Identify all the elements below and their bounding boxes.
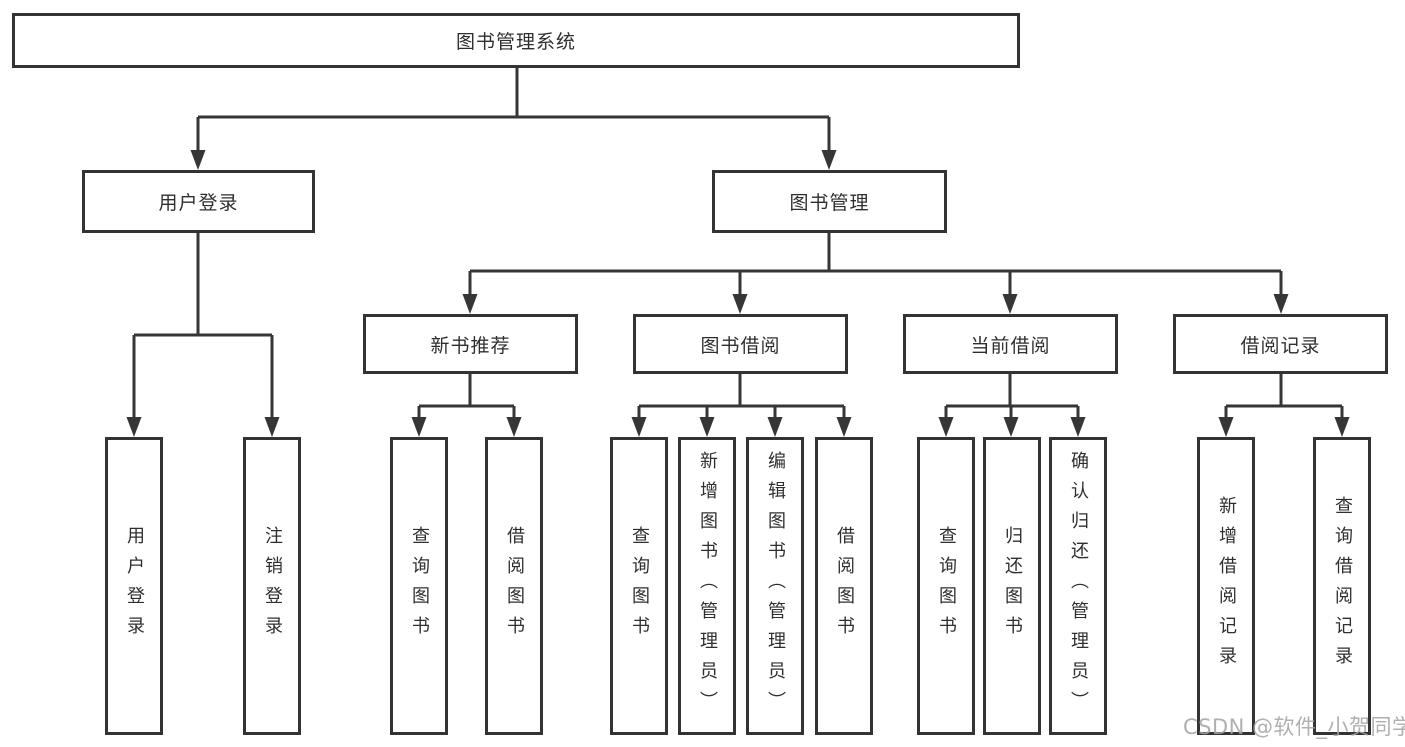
connector-newbook-to-children: [417, 374, 516, 419]
arrowhead-leaf-add-books-admin: [699, 417, 715, 437]
leaf-add-books-admin-label: 新增图书（管理员）: [697, 451, 718, 721]
branch-book-management-label: 图书管理: [789, 192, 870, 214]
leaf-return-books: 归还图书: [983, 437, 1041, 735]
leaf-query-books-recommend-label: 查询图书: [409, 526, 430, 646]
connector-bookmgmt-to-level3: [468, 233, 1283, 296]
branch-book-management: 图书管理: [712, 170, 947, 233]
leaf-borrow-books-borrowing-label: 借阅图书: [834, 526, 855, 646]
arrowhead-leaf-confirm-return-admin: [1070, 417, 1086, 437]
arrowhead-leaf-borrow-books-borrowing: [836, 417, 852, 437]
arrowhead-book-borrowing: [732, 294, 748, 314]
node-root: 图书管理系统: [12, 13, 1020, 68]
node-book-borrowing: 图书借阅: [633, 314, 848, 374]
leaf-query-books-borrowing-label: 查询图书: [629, 526, 650, 646]
node-borrowing-records: 借阅记录: [1173, 314, 1388, 374]
leaf-query-books-borrowing: 查询图书: [610, 437, 668, 735]
leaf-query-books-recommend: 查询图书: [390, 437, 448, 735]
leaf-user-login: 用户登录: [105, 437, 163, 735]
connector-records-to-children: [1224, 374, 1344, 419]
arrowhead-leaf-logout: [264, 417, 280, 437]
leaf-borrow-books-borrowing: 借阅图书: [815, 437, 873, 735]
arrowhead-leaf-return-books: [1003, 417, 1019, 437]
leaf-add-books-admin: 新增图书（管理员）: [678, 437, 736, 735]
arrowhead-borrowing-records: [1273, 294, 1289, 314]
leaf-confirm-return-admin: 确认归还（管理员）: [1049, 437, 1107, 735]
leaf-query-borrow-record: 查询借阅记录: [1313, 437, 1371, 735]
leaf-user-login-label: 用户登录: [124, 526, 145, 646]
arrowhead-leaf-query-borrow-record: [1334, 417, 1350, 437]
connector-current-to-children: [944, 374, 1080, 419]
csdn-watermark: CSDN @软件_小贺同学: [1183, 715, 1405, 739]
leaf-borrow-books-recommend-label: 借阅图书: [504, 526, 525, 646]
node-borrowing-records-label: 借阅记录: [1240, 334, 1321, 357]
arrowhead-current-borrowing: [1002, 294, 1018, 314]
arrowhead-leaf-borrow-books-recommend: [506, 417, 522, 437]
node-current-borrowing-label: 当前借阅: [970, 334, 1051, 357]
connector-userlogin-to-children: [132, 233, 274, 419]
leaf-logout: 注销登录: [243, 437, 301, 735]
node-current-borrowing: 当前借阅: [903, 314, 1118, 374]
leaf-add-borrow-record-label: 新增借阅记录: [1216, 496, 1237, 676]
leaf-borrow-books-recommend: 借阅图书: [485, 437, 543, 735]
arrowhead-book-management: [821, 150, 837, 170]
connector-borrowing-to-children: [637, 374, 846, 419]
node-new-book-recommendation-label: 新书推荐: [430, 334, 511, 357]
arrowhead-leaf-query-books-recommend: [411, 417, 427, 437]
arrowhead-leaf-query-books-borrowing: [631, 417, 647, 437]
leaf-query-borrow-record-label: 查询借阅记录: [1332, 496, 1353, 676]
arrowhead-leaf-user-login: [126, 417, 142, 437]
leaf-edit-books-admin: 编辑图书（管理员）: [746, 437, 804, 735]
leaf-query-books-current-label: 查询图书: [936, 526, 957, 646]
leaf-logout-label: 注销登录: [262, 526, 283, 646]
connector-root-to-level2: [196, 68, 831, 152]
arrowhead-leaf-add-borrow-record: [1218, 417, 1234, 437]
branch-user-login: 用户登录: [82, 170, 315, 233]
leaf-return-books-label: 归还图书: [1002, 526, 1023, 646]
arrowhead-user-login: [190, 150, 206, 170]
leaf-add-borrow-record: 新增借阅记录: [1197, 437, 1255, 735]
arrowhead-leaf-edit-books-admin: [767, 417, 783, 437]
node-root-label: 图书管理系统: [455, 31, 576, 53]
leaf-confirm-return-admin-label: 确认归还（管理员）: [1068, 451, 1089, 721]
arrowhead-new-book-recommendation: [462, 294, 478, 314]
arrowhead-leaf-query-books-current: [938, 417, 954, 437]
branch-user-login-label: 用户登录: [158, 192, 239, 214]
node-new-book-recommendation: 新书推荐: [363, 314, 578, 374]
node-book-borrowing-label: 图书借阅: [700, 334, 781, 357]
leaf-query-books-current: 查询图书: [917, 437, 975, 735]
leaf-edit-books-admin-label: 编辑图书（管理员）: [765, 451, 786, 721]
